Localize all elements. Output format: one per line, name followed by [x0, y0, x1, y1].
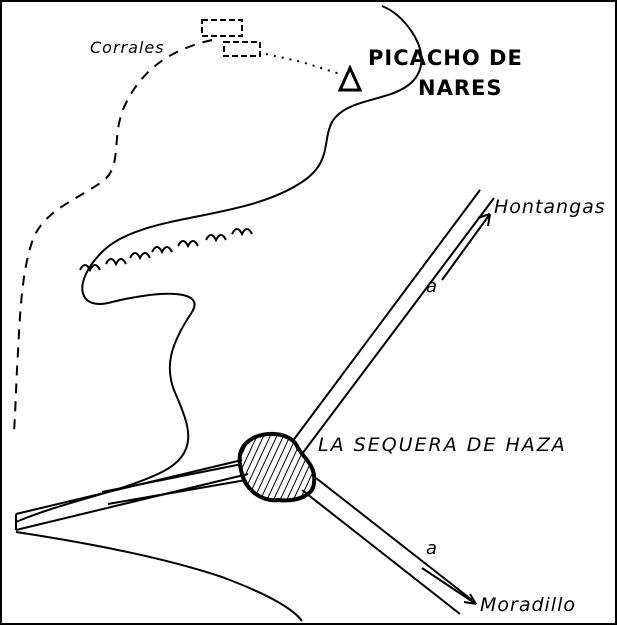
arrow-moradillo-icon [421, 567, 477, 605]
shrub-icon [177, 240, 199, 249]
moradillo-label: Moradillo [480, 594, 576, 616]
shrub-icon [205, 234, 227, 243]
road-hontangas-left [291, 189, 481, 443]
shrub-icon [231, 228, 253, 237]
corrales-label: Corrales [90, 38, 165, 57]
road-moradillo-right [315, 477, 473, 601]
town-label: LA SEQUERA DE HAZA [318, 434, 567, 456]
shrub-icon [129, 252, 151, 261]
road-west-branch-lower [107, 479, 247, 505]
arrow-hontangas-icon [441, 213, 491, 281]
triangle-peak-icon [337, 64, 363, 92]
vegetation-row [79, 228, 253, 273]
road-hontangas-right [301, 197, 495, 455]
shrub-icon [151, 246, 173, 255]
valley-contour-line [15, 5, 423, 523]
road-west-branch-upper [101, 463, 243, 493]
building-outline-icon [223, 41, 261, 57]
peak-label-line2: NARES [418, 76, 503, 100]
road-letter-upper: a [426, 276, 439, 297]
peak-label: PICACHO DE [368, 46, 523, 70]
road-west-lower [15, 473, 249, 531]
dashed-track [13, 39, 213, 433]
road-moradillo-left [301, 489, 461, 615]
road-letter-lower: a [426, 538, 439, 559]
dotted-path [265, 53, 341, 75]
shrub-icon [79, 264, 101, 273]
shrub-icon [105, 258, 127, 267]
hontangas-label: Hontangas [494, 196, 606, 218]
lower-contour-line [15, 531, 303, 622]
hatched-settlement-icon [237, 431, 317, 503]
building-outline-icon [201, 19, 243, 37]
